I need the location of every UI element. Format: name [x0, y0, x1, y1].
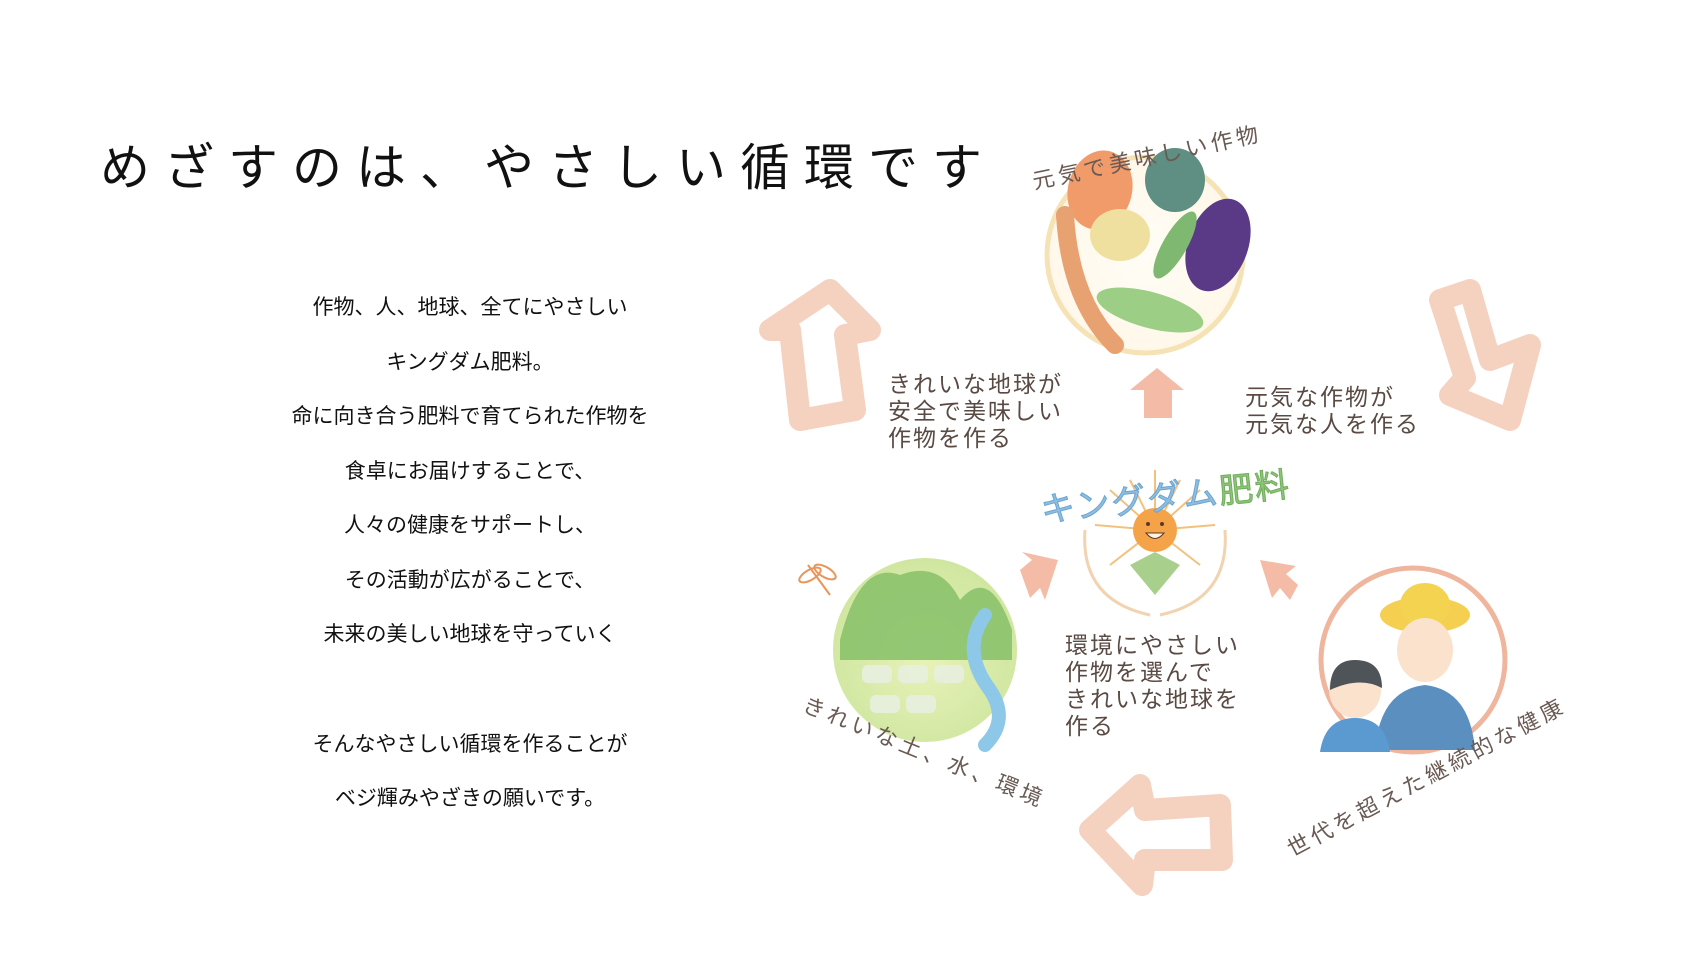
- mission-line: キングダム肥料。: [386, 349, 554, 374]
- family-illustration: [1318, 565, 1508, 755]
- eggplant-icon: [1185, 198, 1251, 292]
- closing-line: そんなやさしい循環を作ることが: [312, 731, 628, 756]
- logo-hiryo: 肥料: [1216, 464, 1293, 513]
- arrow-up-outline-icon: [759, 279, 881, 431]
- grandfather-clothes: [1375, 685, 1475, 750]
- burdock-icon: [1056, 206, 1124, 354]
- child-hair: [1330, 660, 1382, 690]
- mission-line: 命に向き合う肥料で育てられた作物を: [291, 404, 649, 428]
- arrow-left-outline-icon: [1079, 774, 1233, 896]
- child-clothes: [1320, 718, 1390, 752]
- closing-line: ベジ輝みやざきの願いです。: [334, 786, 606, 810]
- arrow-down-right-solid-icon: [1260, 560, 1298, 600]
- page-title: めざすのは、やさしい循環です: [100, 139, 996, 197]
- sun-hands-logo: [1083, 470, 1227, 617]
- crops-illustration: [1044, 148, 1251, 356]
- bitter-gourd-icon: [1096, 287, 1204, 333]
- caption-earth-to-crops: きれいな地球が 安全で美味しい 作物を作る: [888, 372, 1063, 452]
- mission-statement: 作物、人、地球、全てにやさしい キングダム肥料。 命に向き合う肥料で育てられた作…: [230, 280, 710, 826]
- mission-line: 食卓にお届けすることで、: [344, 458, 596, 483]
- dragonfly-icon: [798, 563, 837, 596]
- grandfather-face: [1397, 618, 1453, 682]
- river-icon: [966, 608, 1006, 752]
- left-hand-icon: [1083, 529, 1151, 617]
- environment-illustration: [798, 558, 1017, 752]
- rice-icon: [1090, 209, 1150, 261]
- rice-paddies-icon: [862, 665, 964, 713]
- leaf-icon: [1130, 552, 1180, 595]
- mission-line: 未来の美しい地球を守っていく: [323, 622, 617, 646]
- mission-line: 作物、人、地球、全てにやさしい: [312, 295, 628, 319]
- green-pepper-icon: [1145, 148, 1205, 212]
- chili-icon: [1153, 211, 1197, 279]
- caption-crops-to-people: 元気な作物が 元気な人を作る: [1245, 385, 1420, 438]
- arrow-down-outline-icon: [1429, 279, 1541, 431]
- caption-people-to-earth: 環境にやさしい 作物を選んで きれいな地球を 作る: [1065, 633, 1240, 740]
- sun-icon: [1133, 508, 1177, 552]
- mission-line: 人々の健康をサポートし、: [344, 513, 596, 537]
- right-hand-icon: [1159, 529, 1227, 617]
- mission-line: その活動が広がることで、: [344, 567, 596, 592]
- arrow-down-left-solid-icon: [1020, 552, 1058, 600]
- arrow-up-solid-icon: [1130, 368, 1184, 418]
